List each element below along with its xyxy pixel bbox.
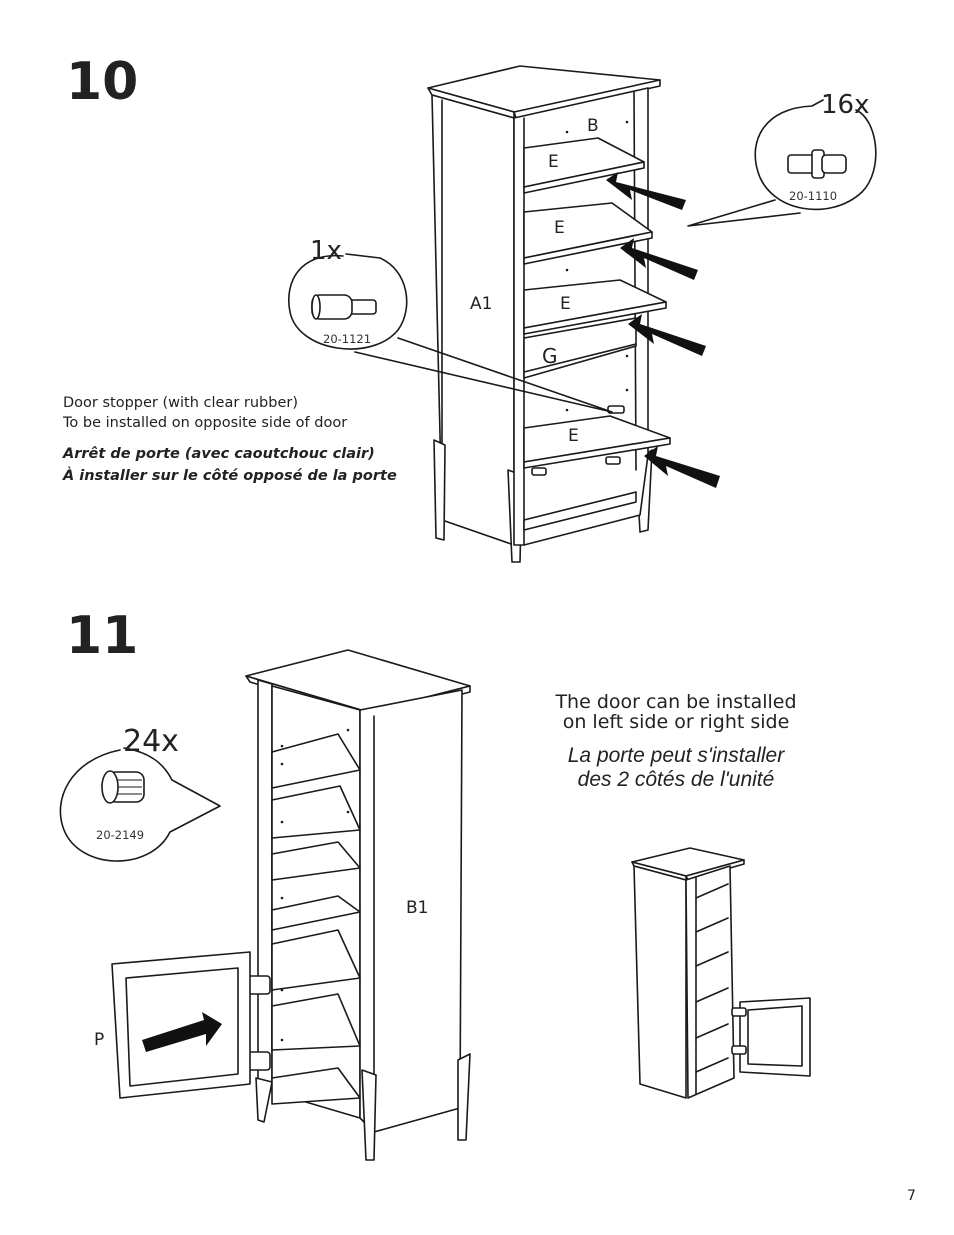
hinge-screw-icon: [101, 770, 145, 804]
door-side-fr-line-2: des 2 côtés de l'unité: [577, 768, 775, 791]
door-stopper-note-en: Door stopper (with clear rubber) To be i…: [63, 393, 347, 433]
door-stopper-code: 20-1121: [323, 332, 372, 346]
part-label-b: B: [587, 116, 599, 136]
step-number-10: 10: [66, 52, 139, 112]
part-label-a1: A1: [470, 294, 493, 314]
door-side-en-line-1: The door can be installed: [555, 691, 797, 713]
door-stopper-callout: [288, 253, 613, 413]
door-stopper-icon: [311, 294, 377, 320]
door-side-note-en: The door can be installed on left side o…: [526, 692, 826, 732]
part-label-e-3: E: [560, 294, 571, 314]
part-label-e-4: E: [568, 426, 579, 446]
page-number: 7: [907, 1188, 916, 1204]
door-panel: [111, 951, 251, 1099]
shelf-pin-code: 20-1110: [789, 189, 838, 203]
hinge-screw-qty: 24x: [123, 724, 179, 759]
part-label-b1: B1: [406, 898, 429, 918]
shelf-pin-callout: [687, 99, 877, 227]
part-label-g: G: [542, 344, 558, 368]
note-en-line-2: To be installed on opposite side of door: [63, 415, 348, 431]
hinge-screw-code: 20-2149: [96, 828, 145, 842]
note-en-line-1: Door stopper (with clear rubber): [63, 395, 298, 411]
shelf-pin-icon: [787, 149, 847, 179]
shelf-pin-qty: 16x: [821, 90, 870, 120]
door-stopper-qty: 1x: [310, 236, 342, 266]
door-side-fr-line-1: La porte peut s'installer: [567, 744, 785, 767]
note-fr-line-2: À installer sur le côté opposé de la por…: [63, 468, 397, 484]
step11-cabinet: [237, 649, 471, 1161]
step-number-11: 11: [66, 606, 139, 666]
part-label-p: P: [94, 1030, 105, 1050]
part-label-e-2: E: [554, 218, 565, 238]
small-cabinet-preview: [631, 847, 811, 1099]
step10-cabinet: [427, 65, 720, 563]
door-stopper-note-fr: Arrêt de porte (avec caoutchouc clair) À…: [63, 443, 397, 487]
door-side-note-fr: La porte peut s'installer des 2 côtés de…: [526, 744, 826, 792]
door-side-en-line-2: on left side or right side: [562, 711, 790, 733]
note-fr-line-1: Arrêt de porte (avec caoutchouc clair): [63, 446, 375, 462]
part-label-e-1: E: [548, 152, 559, 172]
hinge-screw-callout: [59, 747, 221, 862]
